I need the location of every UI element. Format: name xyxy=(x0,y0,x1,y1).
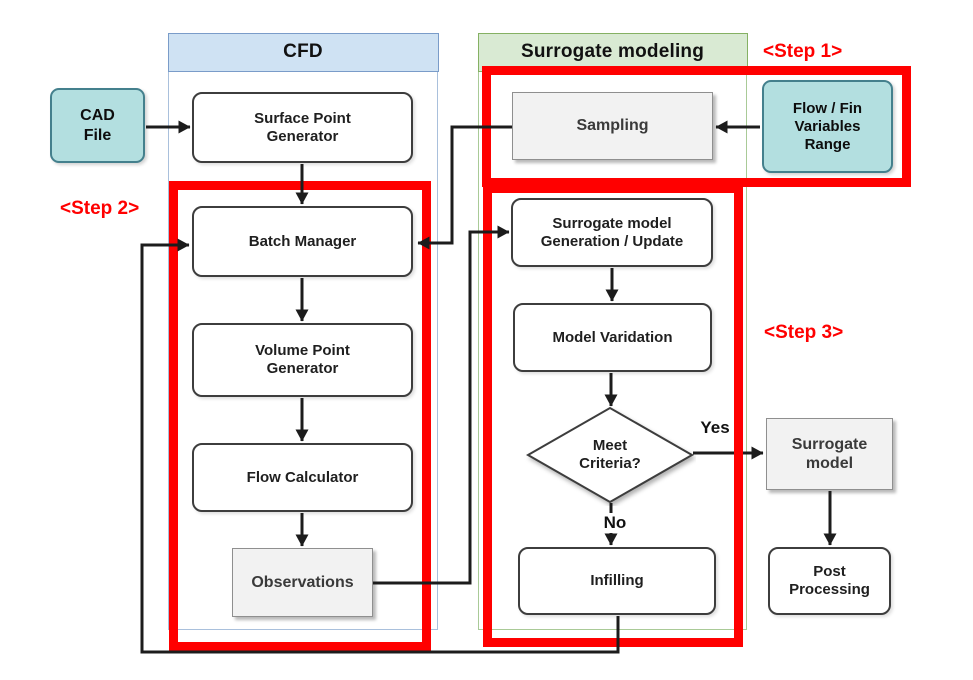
cfd-title: CFD xyxy=(283,41,323,62)
step3-highlight-box xyxy=(483,184,743,647)
step1-label: <Step 1> xyxy=(763,41,843,62)
node-sampling: Sampling xyxy=(512,92,713,160)
node-surface-point-generator: Surface Point Generator xyxy=(192,92,413,163)
surrogate-title: Surrogate modeling xyxy=(520,41,705,62)
surrogate-header: Surrogate modeling xyxy=(477,32,748,72)
no-edge-label: No xyxy=(597,513,633,533)
cfd-header: CFD xyxy=(167,32,439,72)
step2-highlight-box xyxy=(169,181,431,651)
step2-label: <Step 2> xyxy=(60,198,140,219)
node-cad-file: CAD File xyxy=(50,88,145,163)
step1-highlight-box xyxy=(482,66,911,187)
step3-label: <Step 3> xyxy=(764,322,844,343)
yes-edge-label: Yes xyxy=(700,418,730,437)
node-flow-fin-variables-range: Flow / Fin Variables Range xyxy=(762,80,893,173)
node-surrogate-model: Surrogate model xyxy=(766,418,893,490)
node-post-processing: Post Processing xyxy=(768,547,891,615)
